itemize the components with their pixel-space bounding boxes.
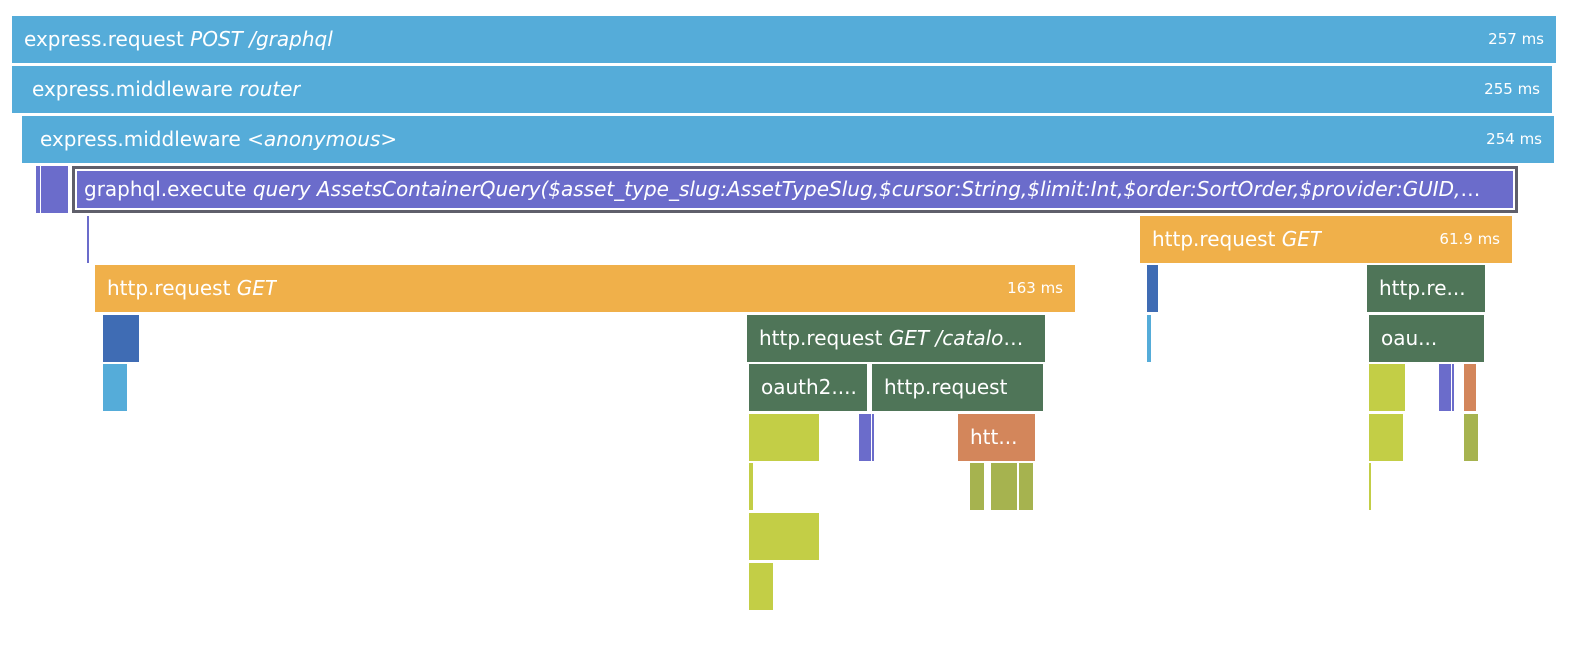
- span-small-lime[interactable]: [749, 414, 819, 461]
- span-label: express.middleware router: [32, 77, 301, 101]
- span-http-request-main[interactable]: http.request GET 163 ms: [95, 265, 1075, 312]
- span-small-violet[interactable]: [41, 166, 68, 213]
- span-http-re[interactable]: http.re...: [1367, 265, 1485, 312]
- span-label: http.request GET: [107, 276, 278, 300]
- span-small-olive[interactable]: [991, 463, 1017, 510]
- span-thin-violet[interactable]: [87, 216, 89, 263]
- span-small-olive[interactable]: [970, 463, 984, 510]
- span-label: http.request GET /catalog...: [759, 326, 1035, 350]
- span-small-violet[interactable]: [859, 414, 871, 461]
- span-label: htt...: [970, 425, 1018, 449]
- span-htt-short[interactable]: htt...: [958, 414, 1035, 461]
- span-thin-lime[interactable]: [1369, 463, 1371, 510]
- span-label: graphql.execute query AssetsContainerQue…: [84, 177, 1490, 201]
- span-label: http.request GET: [1152, 227, 1323, 251]
- span-oauth-left[interactable]: oauth2....: [749, 364, 867, 411]
- span-small-blue[interactable]: [103, 315, 139, 362]
- span-http-request-catalog[interactable]: http.request GET /catalog...: [747, 315, 1045, 362]
- span-label: oau...: [1381, 326, 1438, 350]
- span-small-olive[interactable]: [1464, 414, 1478, 461]
- span-label: http.re...: [1379, 276, 1466, 300]
- span-small-orange[interactable]: [1464, 364, 1476, 411]
- span-express-middleware-router[interactable]: express.middleware router 255 ms: [12, 66, 1552, 113]
- span-small-lime[interactable]: [1369, 414, 1403, 461]
- span-duration: 255 ms: [1484, 80, 1540, 98]
- span-http-request-right[interactable]: http.request GET 61.9 ms: [1140, 216, 1512, 263]
- span-small-lime[interactable]: [749, 563, 773, 610]
- span-label: express.middleware <anonymous>: [40, 127, 398, 151]
- span-small-lime[interactable]: [1369, 364, 1405, 411]
- span-small-olive[interactable]: [1019, 463, 1033, 510]
- span-small-violet[interactable]: [36, 166, 40, 213]
- span-duration: 254 ms: [1486, 130, 1542, 148]
- span-http-request-inner[interactable]: http.request: [872, 364, 1043, 411]
- span-label: http.request: [884, 375, 1008, 399]
- span-express-request[interactable]: express.request POST /graphql 257 ms: [12, 16, 1556, 63]
- span-duration: 163 ms: [1007, 279, 1063, 297]
- span-small-lime[interactable]: [749, 513, 819, 560]
- span-label: oauth2....: [761, 375, 857, 399]
- span-thin-sky[interactable]: [1147, 315, 1151, 362]
- span-duration: 257 ms: [1488, 30, 1544, 48]
- span-graphql-execute[interactable]: graphql.execute query AssetsContainerQue…: [72, 166, 1518, 213]
- span-thin-lime[interactable]: [749, 463, 753, 510]
- span-small-violet[interactable]: [1439, 364, 1451, 411]
- span-thin-violet[interactable]: [1452, 364, 1454, 411]
- span-duration: 61.9 ms: [1439, 230, 1500, 248]
- span-small-sky[interactable]: [103, 364, 127, 411]
- span-thin-violet[interactable]: [872, 414, 874, 461]
- span-small-blue[interactable]: [1147, 265, 1158, 312]
- span-express-middleware-anonymous[interactable]: express.middleware <anonymous> 254 ms: [22, 116, 1554, 163]
- span-oau[interactable]: oau...: [1369, 315, 1484, 362]
- span-label: express.request POST /graphql: [24, 27, 333, 51]
